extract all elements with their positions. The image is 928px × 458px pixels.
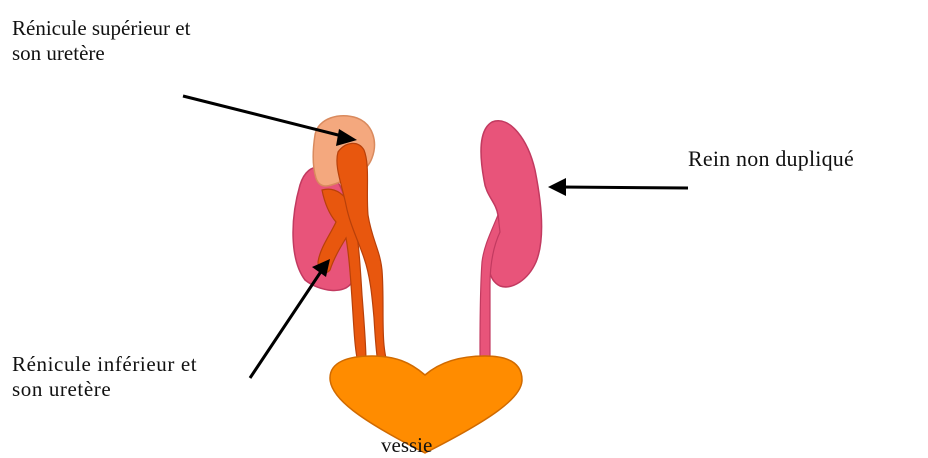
upper-renicule-label-line1: Rénicule supérieur et — [12, 16, 190, 41]
arrow-to-lower-renicule — [250, 259, 330, 378]
lower-renicule-label-line2: son uretère — [12, 377, 197, 402]
lower-renicule-label: Rénicule inférieur et son uretère — [12, 352, 197, 402]
bladder-label: vessie — [381, 433, 432, 458]
upper-renicule-label-line2: son uretère — [12, 41, 190, 66]
upper-renicule-label: Rénicule supérieur et son uretère — [12, 16, 190, 66]
non-duplicated-kidney-label: Rein non dupliqué — [688, 146, 854, 171]
lower-renicule-label-line1: Rénicule inférieur et — [12, 352, 197, 377]
right-ureter — [480, 215, 500, 362]
arrow-to-right-kidney — [548, 178, 688, 196]
